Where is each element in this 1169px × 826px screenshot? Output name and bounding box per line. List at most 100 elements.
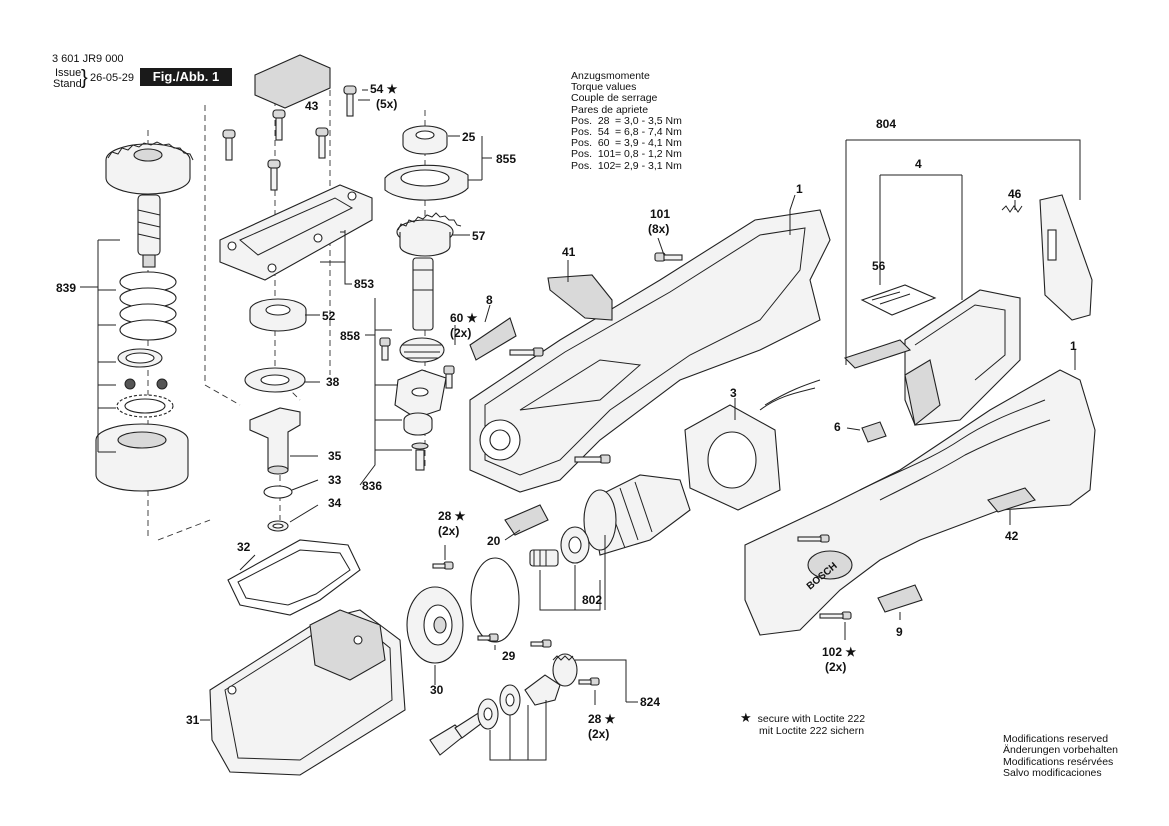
- screws-102: [797, 534, 852, 620]
- clutch-cup: [95, 423, 189, 492]
- gasket-43: [254, 54, 331, 109]
- drive-pinion: [429, 711, 487, 756]
- pinion-858: [399, 337, 445, 363]
- part-number-28a: 28 ★: [438, 509, 466, 523]
- part-number-3: 3: [730, 386, 737, 400]
- bearing-802: [560, 526, 590, 564]
- loctite-line-de: mit Loctite 222 sichern: [759, 724, 865, 737]
- screws-28a: [432, 561, 499, 642]
- part-number-836: 836: [362, 479, 382, 493]
- part-number-9: 9: [896, 625, 903, 639]
- part-number-54-qty: (5x): [376, 97, 397, 111]
- label-8: [469, 317, 517, 361]
- part-number-34: 34: [328, 496, 342, 510]
- part-number-41: 41: [562, 245, 576, 259]
- bevel-gear-57: [396, 212, 462, 257]
- gear-housing-31: [209, 609, 406, 776]
- part-number-8: 8: [486, 293, 493, 307]
- part-number-28b-qty: (2x): [588, 727, 609, 741]
- spindle-shaft: [412, 257, 434, 331]
- steel-balls: [124, 378, 168, 390]
- figure-label: Fig./Abb. 1: [140, 68, 232, 86]
- spring-46: [1001, 205, 1023, 213]
- torque-title-es: Pares de apriete: [571, 103, 649, 116]
- small-screws-60: [379, 337, 455, 389]
- gear-cover-plate: [219, 184, 373, 281]
- modifications-en: Modifications reserved: [1003, 733, 1109, 745]
- rotor-802: [583, 474, 691, 556]
- label-42: [987, 487, 1036, 513]
- housing-screws-101: [509, 252, 683, 464]
- part-number-802: 802: [582, 593, 602, 607]
- screw-836: [411, 442, 429, 471]
- screws-28b: [530, 639, 600, 686]
- part-number-1-upper: 1: [796, 182, 803, 196]
- part-number-20: 20: [487, 534, 501, 548]
- part-number-858: 858: [340, 329, 360, 343]
- bracket-824: [524, 674, 561, 706]
- leader-lines: [80, 89, 1081, 761]
- torque-row: Pos. 28= 3,0 - 3,5 Nm: [571, 114, 682, 127]
- torque-row: Pos. 54= 6,8 - 7,4 Nm: [571, 126, 682, 139]
- electronics-module-4: [843, 289, 1021, 426]
- part-number-839: 839: [56, 281, 76, 295]
- part-number-855: 855: [496, 152, 516, 166]
- torque-title-de: Anzugsmomente: [571, 70, 650, 82]
- part-number-804: 804: [876, 117, 896, 131]
- part-number-824: 824: [640, 695, 660, 709]
- motor-housing-half-right: [744, 369, 1096, 636]
- torque-title-en: Torque values: [571, 81, 637, 94]
- gear-824: [552, 653, 578, 687]
- part-number-102: 102 ★: [822, 645, 856, 659]
- part-number-101-qty: (8x): [648, 222, 669, 236]
- spiral-bevel-gear: [105, 141, 194, 195]
- motor-housing-half: [469, 209, 831, 493]
- loctite-note: ★secure with Loctite 222 mit Loctite 222…: [740, 710, 865, 737]
- switch-slider-41: [547, 274, 613, 321]
- bearing-plate: [394, 369, 447, 419]
- part-number-31: 31: [186, 713, 200, 727]
- torque-row: Pos. 60= 3,9 - 4,1 Nm: [571, 137, 682, 150]
- retaining-ring: [117, 348, 163, 368]
- pinion-802: [529, 549, 559, 567]
- o-ring-29: [470, 557, 520, 643]
- part-number-25: 25: [462, 130, 476, 144]
- part-numbers: 1 1 3 4 6 8 9 20 25 28 ★ (2x) 28 ★ (2x) …: [56, 82, 1077, 741]
- star-icon: ★: [740, 710, 752, 725]
- ball-cage: [116, 394, 174, 418]
- part-number-57: 57: [472, 229, 486, 243]
- part-number-102-qty: (2x): [825, 660, 846, 674]
- insulation-20: [504, 504, 549, 536]
- torque-row: Pos. 102= 2,9 - 3,1 Nm: [571, 159, 682, 172]
- modifications-note: Modifications reserved Änderungen vorbeh…: [1003, 733, 1118, 779]
- spindle-flange-35: [249, 407, 301, 475]
- rating-plate-56: [860, 284, 937, 316]
- part-number-60: 60 ★: [450, 311, 478, 325]
- part-number-46: 46: [1008, 187, 1022, 201]
- part-number-43: 43: [305, 99, 319, 113]
- gear-shaft: [137, 194, 161, 268]
- part-number-29: 29: [502, 649, 516, 663]
- bearings-824: [477, 684, 521, 730]
- modifications-fr: Modifications resérvées: [1003, 755, 1114, 768]
- part-number-56: 56: [872, 259, 886, 273]
- torque-table: Anzugsmomente Torque values Couple de se…: [571, 70, 682, 172]
- part-number-42: 42: [1005, 529, 1019, 543]
- part-number-54: 54 ★: [370, 82, 398, 96]
- document-number: 3 601 JR9 000: [52, 53, 124, 65]
- part-number-4: 4: [915, 157, 922, 171]
- part-number-101: 101: [650, 207, 670, 221]
- part-number-6: 6: [834, 420, 841, 434]
- part-number-33: 33: [328, 473, 342, 487]
- part-number-60-qty: (2x): [450, 326, 471, 340]
- issue-date: 26-05-29: [90, 72, 135, 84]
- fan-flange-30: [406, 586, 464, 664]
- part-number-35: 35: [328, 449, 342, 463]
- switch-part-6: [861, 421, 887, 443]
- stator-3: [684, 379, 821, 511]
- retainer-ring: [384, 164, 469, 201]
- part-number-853: 853: [354, 277, 374, 291]
- part-number-28a-qty: (2x): [438, 524, 459, 538]
- part-number-32: 32: [237, 540, 251, 554]
